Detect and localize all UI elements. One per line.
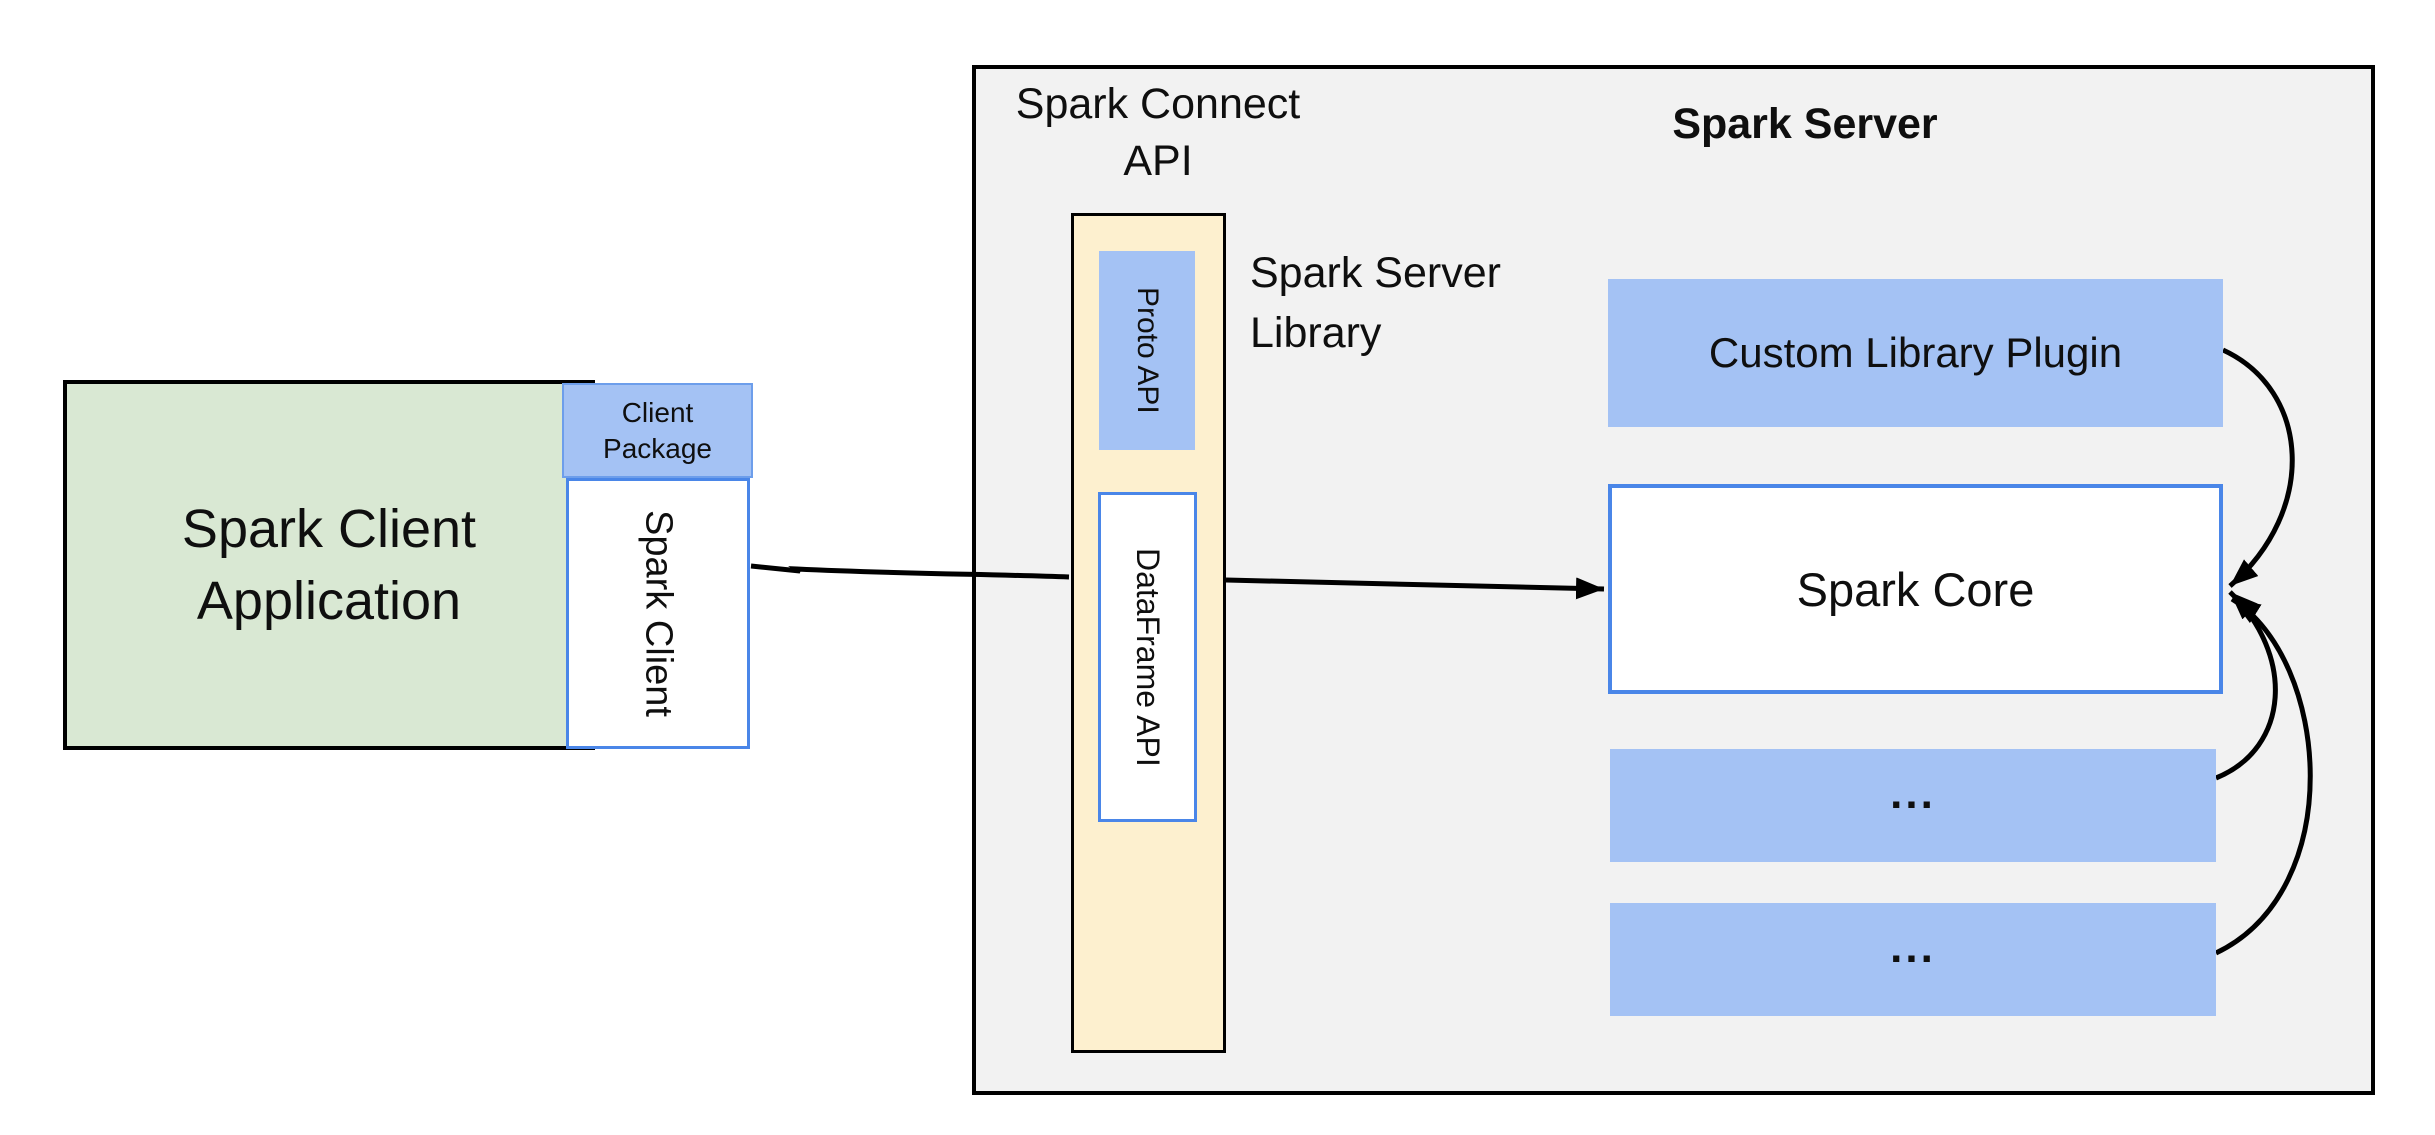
custom-library-plugin-label: Custom Library Plugin: [1708, 329, 2123, 376]
spark-connect-api-title: Spark Connect API: [958, 76, 1358, 190]
server-module-1-ellipsis: ...: [1890, 768, 1936, 818]
proto-api-label: Proto API: [1131, 287, 1164, 414]
server-module-box-1: ...: [1610, 749, 2216, 862]
spark-server-title: Spark Server: [1672, 100, 1938, 148]
proto-api-box: Proto API: [1099, 251, 1195, 450]
spark-client-application-label: Spark Client Application: [182, 493, 476, 637]
client-package-box: Client Package: [562, 383, 753, 478]
client-package-label-line2: Package: [603, 432, 712, 464]
spark-client-application-label-line2: Application: [196, 571, 462, 631]
spark-client-box: Spark Client: [566, 478, 750, 749]
spark-client-label: Spark Client: [637, 510, 680, 717]
client-package-label: Client Package: [603, 395, 712, 467]
spark-core-label: Spark Core: [1796, 562, 2035, 616]
spark-client-application-box: Spark Client Application: [63, 380, 595, 750]
spark-connect-api-title-line2: API: [1123, 137, 1193, 185]
dataframe-api-box: DataFrame API: [1098, 492, 1197, 822]
spark-server-library-label-line2: Library: [1250, 309, 1382, 357]
spark-core-box: Spark Core: [1608, 484, 2223, 694]
server-module-2-ellipsis: ...: [1890, 922, 1936, 972]
client-package-label-line1: Client: [621, 396, 694, 428]
spark-client-application-label-line1: Spark Client: [181, 499, 477, 559]
dataframe-api-label: DataFrame API: [1130, 547, 1166, 767]
spark-server-library-label: Spark Server Library: [1250, 243, 1650, 363]
spark-server-library-label-line1: Spark Server: [1250, 249, 1501, 297]
custom-library-plugin-box: Custom Library Plugin: [1608, 279, 2223, 427]
spark-connect-api-column: [1071, 213, 1226, 1053]
spark-connect-api-title-line1: Spark Connect: [1015, 80, 1301, 128]
server-module-box-2: ...: [1610, 903, 2216, 1016]
